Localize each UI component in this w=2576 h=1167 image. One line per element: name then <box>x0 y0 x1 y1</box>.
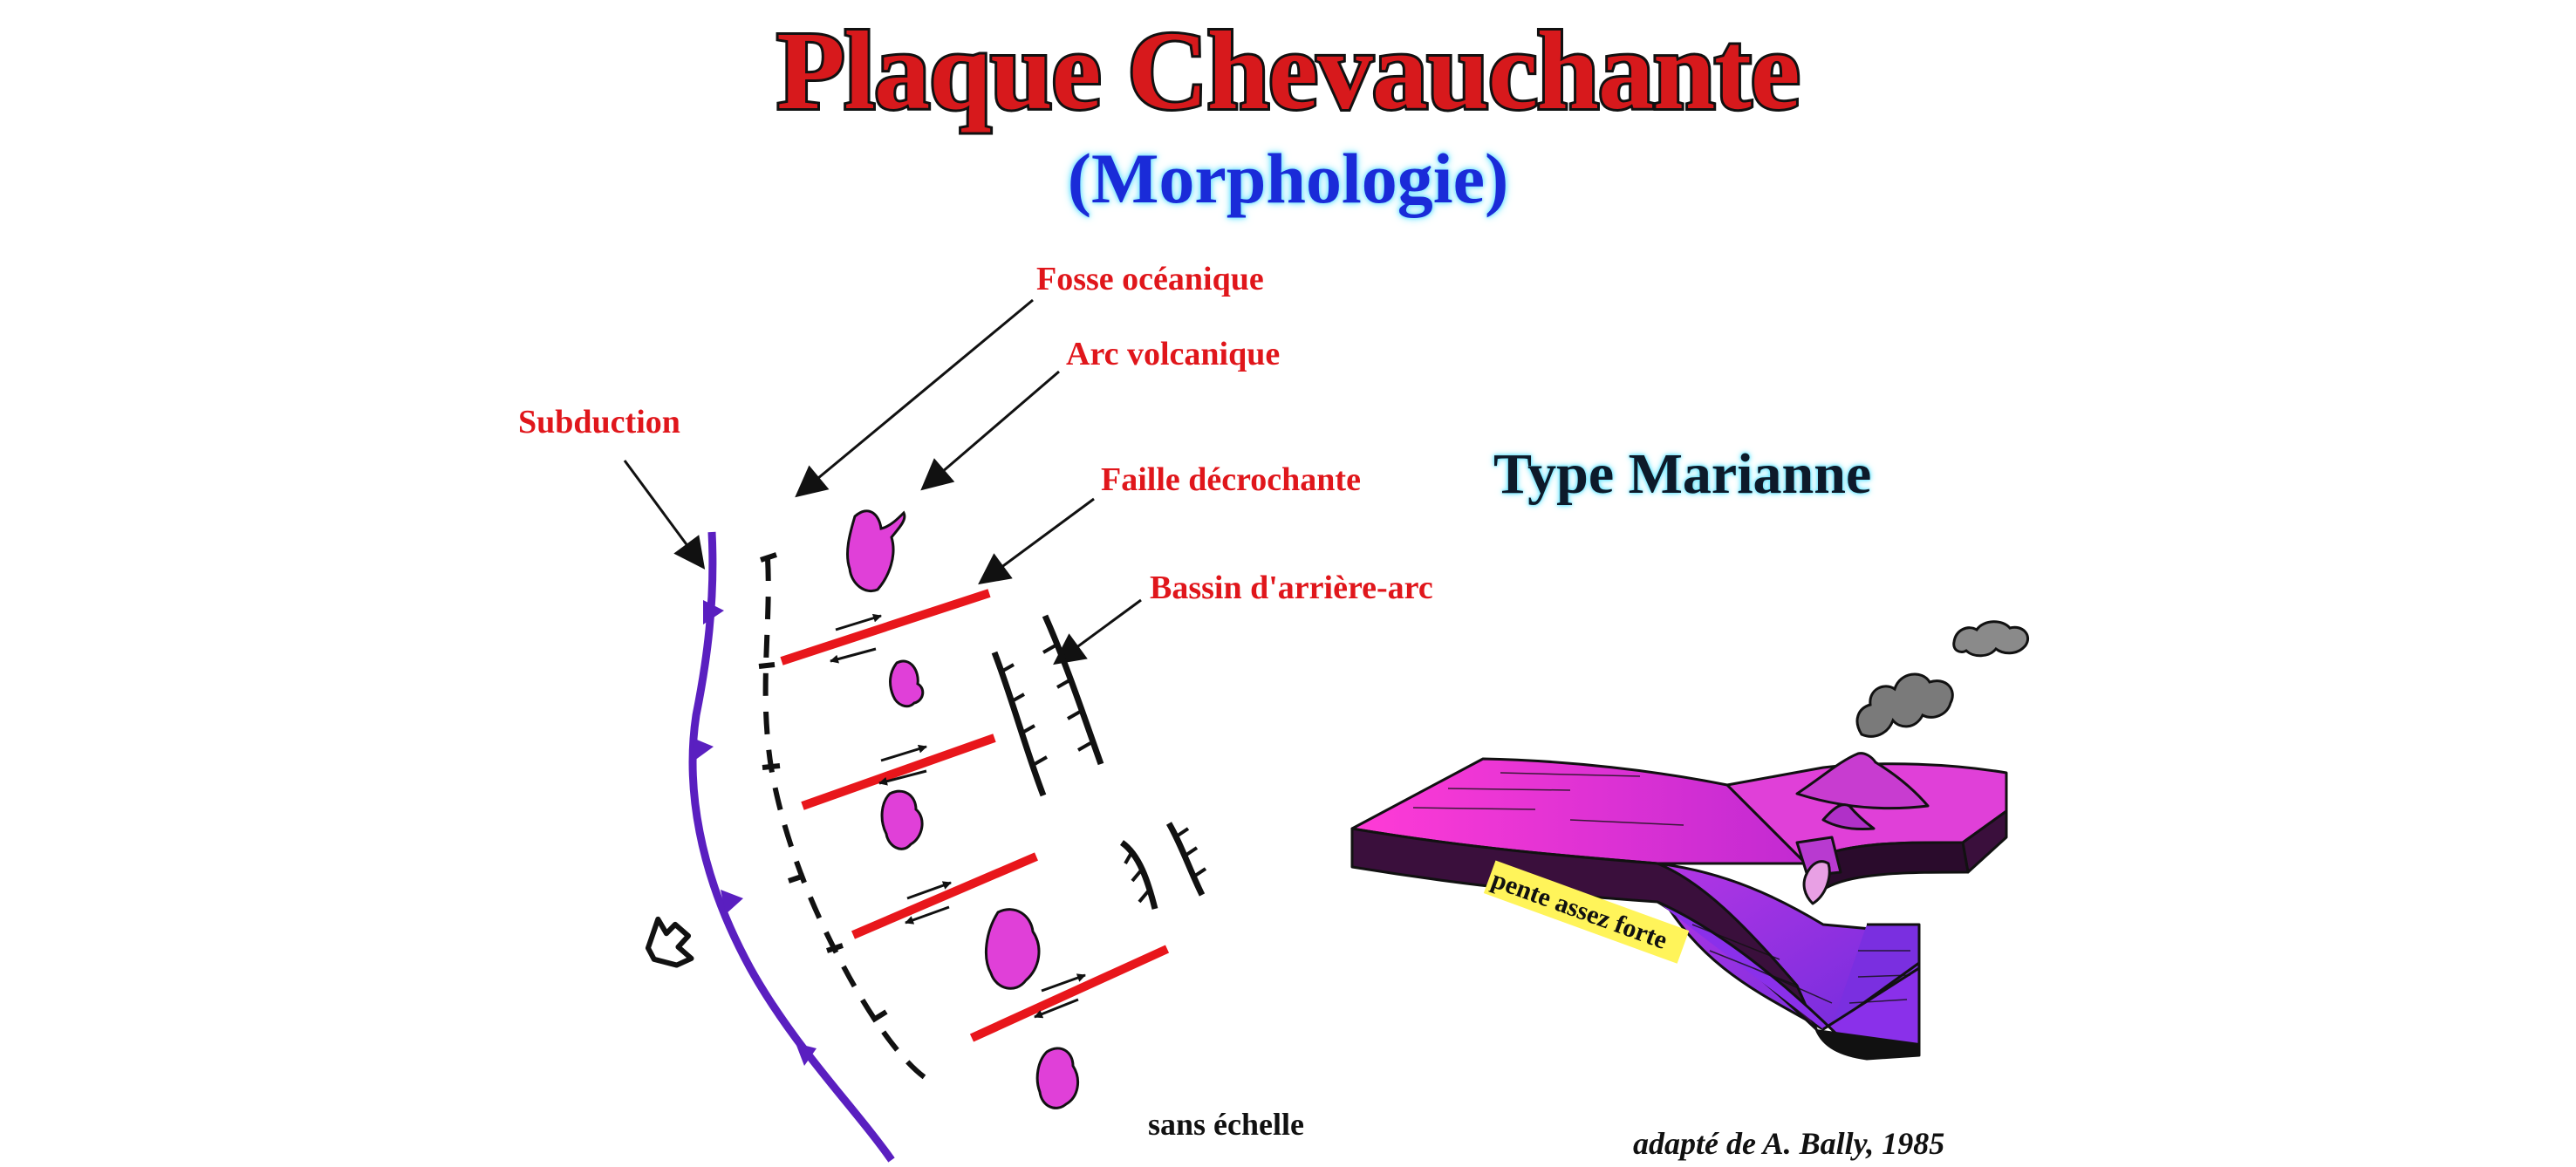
hollow-arrow-icon <box>645 916 694 968</box>
volcanic-islands <box>846 509 1080 1109</box>
label-subduction: Subduction <box>518 404 680 440</box>
label-back-arc-basin: Bassin d'arrière-arc <box>1150 570 1433 606</box>
credit-note: adapté de A. Bally, 1985 <box>1633 1126 1945 1161</box>
subduction-front <box>688 531 895 1163</box>
leader-arrows <box>623 298 1142 665</box>
label-trench: Fosse océanique <box>1036 261 1264 297</box>
page-title: Plaque Chevauchante <box>774 6 1802 135</box>
arrow-strike-slip-fault <box>978 497 1095 585</box>
arrow-volcanic-arc <box>920 370 1060 491</box>
trench-line <box>758 552 930 1082</box>
back-arc-faults <box>991 614 1207 910</box>
section-title: Type Marianne <box>1493 442 1872 506</box>
page-subtitle: (Morphologie) <box>1067 139 1509 218</box>
volcano <box>1795 752 1930 810</box>
label-volcanic-arc: Arc volcanique <box>1066 336 1281 372</box>
smoke-plume-icon <box>1855 620 2030 738</box>
scale-note: sans échelle <box>1148 1107 1304 1142</box>
label-strike-slip-fault: Faille décrochante <box>1101 461 1361 498</box>
arrow-subduction <box>623 460 706 570</box>
arrow-back-arc-basin <box>1053 598 1142 665</box>
block-diagram <box>1350 752 2008 1061</box>
arrow-trench <box>795 298 1034 498</box>
strike-slip-faults <box>780 589 1170 1042</box>
